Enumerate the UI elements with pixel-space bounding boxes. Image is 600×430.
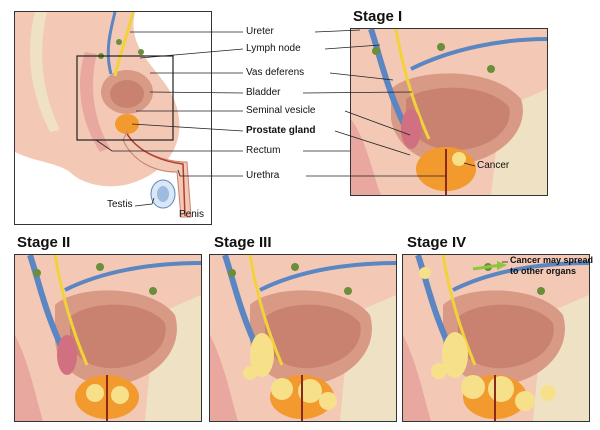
- stage-4-note-line1: Cancer may spread: [510, 255, 594, 265]
- stage-1-illustration: [351, 29, 547, 195]
- stage-4-panel: [402, 254, 590, 422]
- overview-illustration: [15, 12, 211, 224]
- label-ureter: Ureter: [246, 26, 274, 37]
- label-lymph-node: Lymph node: [246, 43, 301, 54]
- stage-2-illustration: [15, 255, 201, 421]
- stage-3-illustration: [210, 255, 396, 421]
- stage-3-title: Stage III: [214, 234, 272, 251]
- stage-2-title: Stage II: [17, 234, 71, 251]
- overview-panel: [14, 11, 212, 225]
- stage-1-cancer-label: Cancer: [477, 160, 510, 171]
- label-testis: Testis: [107, 199, 133, 210]
- label-vas-deferens: Vas deferens: [246, 67, 305, 78]
- stage-4-note-line2: to other organs: [510, 266, 577, 276]
- label-seminal-vesicle: Seminal vesicle: [246, 105, 316, 116]
- label-penis: Penis: [179, 209, 205, 220]
- label-urethra: Urethra: [246, 170, 280, 181]
- label-prostate-gland: Prostate gland: [246, 125, 316, 136]
- label-bladder: Bladder: [246, 87, 281, 98]
- stage-2-panel: [14, 254, 202, 422]
- stage-4-illustration: [403, 255, 589, 421]
- label-rectum: Rectum: [246, 145, 281, 156]
- stage-3-panel: [209, 254, 397, 422]
- stage-4-title: Stage IV: [407, 234, 467, 251]
- stage-1-title: Stage I: [353, 8, 403, 25]
- stage-1-panel: [350, 28, 548, 196]
